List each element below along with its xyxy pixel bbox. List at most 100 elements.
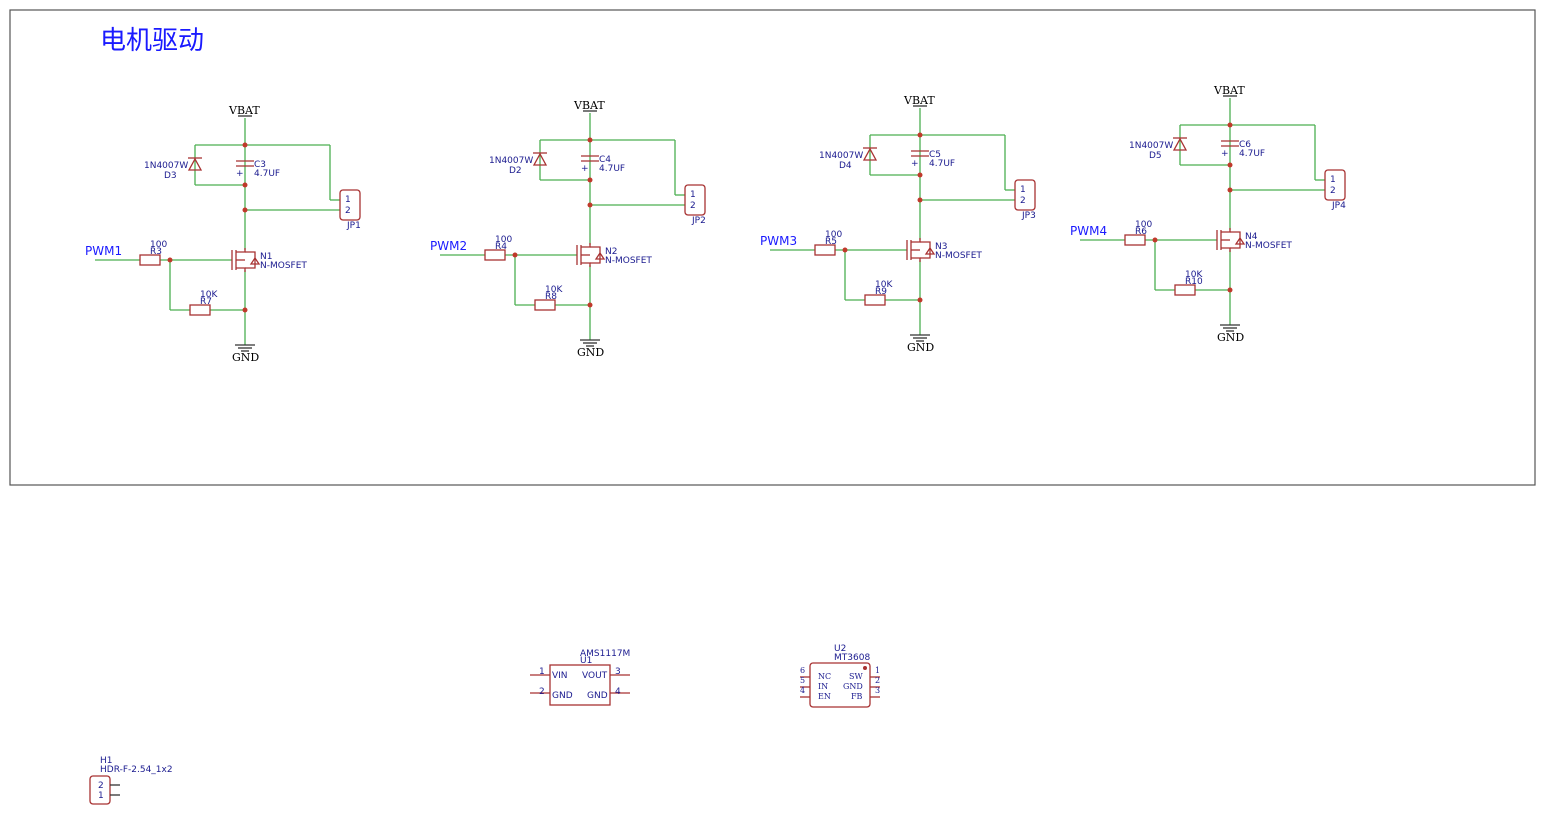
vbat-label: VBAT bbox=[573, 99, 605, 112]
mosfet-ref: N4 bbox=[1245, 232, 1258, 242]
mosfet-drain bbox=[581, 243, 591, 248]
sheet-title: 电机驱动 bbox=[100, 26, 204, 56]
mosfet-value: N-MOSFET bbox=[605, 256, 652, 266]
mosfet-body-diode bbox=[924, 246, 936, 255]
gnd-label: GND bbox=[907, 341, 934, 354]
mosfet-body-diode bbox=[594, 251, 606, 260]
gate-resistor bbox=[814, 244, 836, 256]
u2-boost-converter[interactable]: U2 MT3608 NC IN EN SW GND FB 6 5 4 1 2 3 bbox=[800, 644, 880, 708]
junction-dot bbox=[242, 307, 248, 313]
u2-pin-nc: NC bbox=[818, 672, 831, 681]
h1-header[interactable]: H1 HDR-F-2.54_1x2 2 1 bbox=[89, 756, 173, 805]
capacitor-value: 4.7UF bbox=[929, 159, 955, 169]
pwm-net-label: PWM1 bbox=[85, 244, 122, 258]
mosfet-ref: N1 bbox=[260, 252, 272, 262]
motor-channel-1[interactable]: VBATGND1N4007WD3+C34.7UF12JP1N1N-MOSFET1… bbox=[85, 104, 361, 364]
motor-channel-3[interactable]: VBATGND1N4007WD4+C54.7UF12JP3N3N-MOSFET1… bbox=[760, 94, 1036, 354]
connector-body bbox=[1014, 179, 1036, 211]
h1-ref: H1 bbox=[100, 756, 113, 766]
pulldown-resistor-ref: R9 bbox=[875, 287, 887, 297]
mosfet-diode-wire bbox=[920, 241, 931, 259]
motor-channel-2[interactable]: VBATGND1N4007WD2+C44.7UF12JP2N2N-MOSFET1… bbox=[430, 99, 706, 359]
capacitor-polarity: + bbox=[581, 164, 589, 174]
junction-dot bbox=[1227, 187, 1233, 193]
capacitor-ref: C6 bbox=[1239, 140, 1251, 150]
diode-body bbox=[532, 152, 548, 166]
connector-pin-1: 1 bbox=[690, 190, 696, 200]
pulldown-resistor-ref: R8 bbox=[545, 292, 557, 302]
gate-resistor-ref: R6 bbox=[1135, 227, 1147, 237]
u1-pin-vin: VIN bbox=[552, 671, 568, 681]
connector-pin-1: 1 bbox=[1020, 185, 1026, 195]
gate-resistor-ref: R3 bbox=[150, 247, 162, 257]
diode-ref: D5 bbox=[1149, 151, 1162, 161]
u1-value: AMS1117M bbox=[580, 649, 630, 659]
u2-pin-num-5: 5 bbox=[800, 676, 805, 685]
mosfet-drain bbox=[911, 238, 921, 243]
h1-pin-bottom: 1 bbox=[98, 791, 104, 801]
junction-dot bbox=[917, 172, 923, 178]
mosfet-value: N-MOSFET bbox=[1245, 241, 1292, 251]
junction-dot bbox=[242, 207, 248, 213]
connector-pin-1: 1 bbox=[1330, 175, 1336, 185]
u1-pin-gnd-left: GND bbox=[552, 691, 573, 701]
gnd-label: GND bbox=[577, 346, 604, 359]
mosfet-diode-wire bbox=[1230, 231, 1241, 249]
junction-dot bbox=[587, 177, 593, 183]
capacitor-value: 4.7UF bbox=[254, 169, 280, 179]
u1-pin-gnd-right: GND bbox=[587, 691, 608, 701]
capacitor-polarity: + bbox=[1221, 149, 1229, 159]
connector-body bbox=[339, 189, 361, 221]
junction-dot bbox=[587, 137, 593, 143]
connector-pin-1: 1 bbox=[345, 195, 351, 205]
capacitor-polarity: + bbox=[236, 169, 244, 179]
pulldown-resistor-value: 10K bbox=[545, 285, 563, 295]
junction-dot bbox=[1227, 287, 1233, 293]
connector-body bbox=[1324, 169, 1346, 201]
connector-pin-2: 2 bbox=[1330, 186, 1336, 196]
u1-pin-num-1: 1 bbox=[539, 667, 545, 677]
gate-resistor-value: 100 bbox=[1135, 220, 1152, 230]
capacitor-ref: C4 bbox=[599, 155, 611, 165]
capacitor-ref: C5 bbox=[929, 150, 941, 160]
u2-pin-num-4: 4 bbox=[800, 686, 805, 695]
u2-pin-num-1: 1 bbox=[875, 666, 880, 675]
mosfet-body-diode bbox=[1234, 236, 1246, 245]
connector-pin-2: 2 bbox=[345, 206, 351, 216]
diode-ref: D3 bbox=[164, 171, 177, 181]
diode-value: 1N4007W bbox=[1129, 141, 1173, 151]
u2-body bbox=[809, 662, 871, 708]
u2-pin-num-6: 6 bbox=[800, 666, 805, 675]
junction-dot bbox=[512, 252, 518, 258]
junction-dot bbox=[917, 132, 923, 138]
junction-dot bbox=[842, 247, 848, 253]
vbat-label: VBAT bbox=[228, 104, 260, 117]
sheet-frame bbox=[9, 9, 1536, 486]
capacitor-ref: C3 bbox=[254, 160, 266, 170]
diode-ref: D2 bbox=[509, 166, 522, 176]
mosfet-source bbox=[581, 262, 591, 267]
pulldown-resistor bbox=[189, 304, 211, 316]
pulldown-resistor-value: 10K bbox=[875, 280, 893, 290]
connector-ref: JP4 bbox=[1331, 201, 1346, 211]
pulldown-resistor-ref: R10 bbox=[1185, 277, 1203, 287]
h1-value: HDR-F-2.54_1x2 bbox=[100, 765, 173, 775]
motor-channel-4[interactable]: VBATGND1N4007WD5+C64.7UF12JP4N4N-MOSFET1… bbox=[1070, 84, 1346, 344]
u1-pin-num-3: 3 bbox=[615, 667, 621, 677]
mosfet-source bbox=[911, 257, 921, 262]
u2-pin-in: IN bbox=[818, 682, 828, 691]
connector-ref: JP2 bbox=[691, 216, 706, 226]
junction-dot bbox=[917, 197, 923, 203]
junction-dot bbox=[1152, 237, 1158, 243]
u1-pin-num-4: 4 bbox=[615, 687, 621, 697]
junction-dot bbox=[167, 257, 173, 263]
u2-pin-en: EN bbox=[818, 692, 831, 701]
pwm-net-label: PWM4 bbox=[1070, 224, 1107, 238]
junction-dot bbox=[1227, 162, 1233, 168]
gate-resistor-ref: R5 bbox=[825, 237, 837, 247]
h1-body bbox=[89, 775, 111, 805]
u2-value: MT3608 bbox=[834, 653, 870, 663]
u1-body bbox=[549, 664, 611, 706]
u1-regulator[interactable]: AMS1117M U1 VIN GND VOUT GND 1 2 3 4 bbox=[530, 649, 630, 706]
